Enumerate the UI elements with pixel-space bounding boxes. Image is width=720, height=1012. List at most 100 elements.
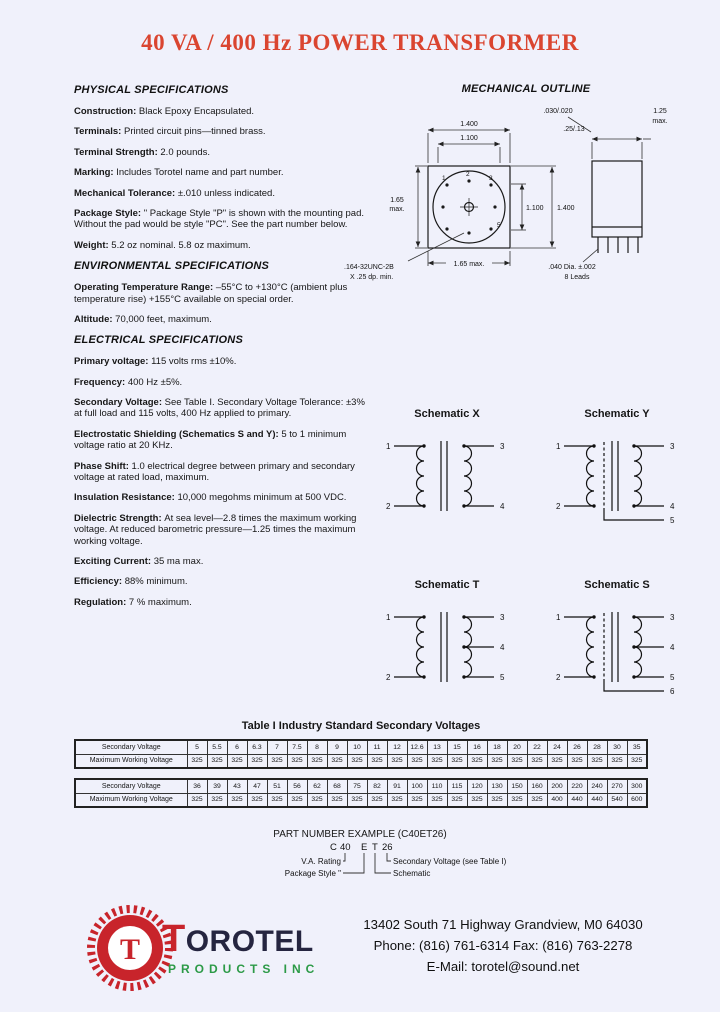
pin-label: 5 bbox=[500, 673, 505, 682]
voltage-cell: 325 bbox=[326, 792, 348, 808]
voltage-cell: 9 bbox=[326, 739, 348, 755]
logo-letter: T bbox=[120, 933, 140, 966]
torotel-sunburst-icon: T bbox=[87, 905, 173, 991]
spec-text: 2.0 pounds. bbox=[160, 146, 211, 158]
spec-text: Black Epoxy Encapsulated. bbox=[138, 106, 255, 117]
voltage-cell: 26 bbox=[566, 739, 588, 755]
voltage-cell: 130 bbox=[486, 778, 508, 794]
spec-text: " Package Style "P" is shown with the mo… bbox=[74, 207, 365, 231]
spec-text: 1.0 electrical degree between primary an… bbox=[74, 460, 355, 484]
label-va-rating: V.A. Rating bbox=[301, 857, 341, 866]
brand-block: TOROTEL PRODUCTS INC bbox=[162, 920, 319, 976]
spec-label: Phase Shift: bbox=[74, 460, 132, 472]
footer: T TOROTEL PRODUCTS INC 13402 South 71 Hi… bbox=[0, 898, 720, 1012]
spec-item: Construction: Black Epoxy Encapsulated. bbox=[74, 106, 368, 117]
electrical-spec-list: Primary voltage: 115 volts rms ±10%. Freq… bbox=[74, 356, 368, 608]
spec-item: Weight: 5.2 oz nominal. 5.8 oz maximum. bbox=[74, 240, 368, 251]
dim-thread-1: .164-32UNC-2B bbox=[344, 264, 394, 271]
torotel-logo: T TOROTEL PRODUCTS INC bbox=[84, 902, 319, 994]
voltage-cell: 325 bbox=[186, 753, 208, 769]
dim-side-width-1: 1.25 bbox=[653, 108, 667, 115]
electrical-heading: ELECTRICAL SPECIFICATIONS bbox=[74, 334, 243, 347]
pin-label: 3 bbox=[670, 613, 675, 622]
shield-lead bbox=[603, 508, 664, 521]
spec-label: Primary voltage: bbox=[74, 356, 152, 368]
voltage-cell: 300 bbox=[626, 778, 648, 794]
voltage-cell: 39 bbox=[206, 778, 228, 794]
schematic-y-title: Schematic Y bbox=[584, 408, 650, 420]
dimension-labels: 1.400 1.100 1.65 max. 1.100 1.400 .030/.… bbox=[344, 108, 668, 281]
voltage-cell: 7.5 bbox=[286, 739, 308, 755]
voltage-cell: 325 bbox=[606, 753, 628, 769]
secondary-coil bbox=[633, 445, 643, 507]
spec-text: See Table I. Secondary Voltage Tolerance… bbox=[74, 397, 365, 420]
pin-label: 3 bbox=[500, 442, 505, 451]
spec-label: Dielectric Strength: bbox=[74, 512, 165, 524]
voltage-cell: 28 bbox=[586, 739, 608, 755]
schematic-x: Schematic X 1 2 bbox=[382, 408, 512, 535]
schematic-y: Schematic Y bbox=[552, 408, 682, 535]
spec-label: Marking: bbox=[74, 167, 117, 179]
voltage-cell: 440 bbox=[586, 792, 608, 808]
spec-item: Frequency: 400 Hz ±5%. bbox=[74, 377, 368, 388]
voltage-cell: 325 bbox=[286, 792, 308, 808]
voltage-cell: 325 bbox=[526, 753, 548, 769]
voltage-cell: 325 bbox=[506, 792, 528, 808]
dim-top-outer: 1.400 bbox=[460, 121, 478, 128]
spec-text: 35 ma max. bbox=[153, 555, 204, 567]
voltage-cell: 325 bbox=[506, 753, 528, 769]
voltage-cell: 62 bbox=[306, 778, 328, 794]
pin-label: 1 bbox=[556, 613, 561, 622]
side-view bbox=[591, 160, 643, 253]
voltage-cell: 12.6 bbox=[406, 739, 428, 755]
specifications-column: PHYSICAL SPECIFICATIONS Construction: Bl… bbox=[74, 84, 368, 617]
schematic-s-title: Schematic S bbox=[584, 579, 650, 591]
voltage-cell: 150 bbox=[506, 778, 528, 794]
spec-item: Dielectric Strength: At sea level—2.8 ti… bbox=[74, 513, 368, 547]
spec-item: Phase Shift: 1.0 electrical degree betwe… bbox=[74, 461, 368, 484]
code-package: E bbox=[361, 842, 367, 853]
spec-item: Primary voltage: 115 volts rms ±10%. bbox=[74, 356, 368, 367]
spec-item: Mechanical Tolerance: ±.010 unless indic… bbox=[74, 188, 368, 199]
pin-label: 4 bbox=[670, 643, 675, 652]
spec-text: 88% minimum. bbox=[124, 576, 188, 588]
part-number-code: C 40 E T 26 bbox=[330, 842, 393, 853]
dim-lead-length: .25/.13 bbox=[563, 126, 585, 133]
schematic-t-title: Schematic T bbox=[414, 579, 480, 591]
voltage-cell: 35 bbox=[626, 739, 648, 755]
voltage-cell: 10 bbox=[346, 739, 368, 755]
row-header: Secondary Voltage bbox=[74, 778, 188, 794]
pin-label: 2 bbox=[386, 502, 391, 511]
spec-item: Electrostatic Shielding (Schematics S an… bbox=[74, 429, 368, 452]
spec-item: Regulation: 7 % maximum. bbox=[74, 597, 368, 608]
voltage-cell: 325 bbox=[406, 753, 428, 769]
contact-info: 13402 South 71 Highway Grandview, M0 640… bbox=[336, 914, 670, 977]
pin-label: 2 bbox=[556, 502, 561, 511]
voltage-cell: 325 bbox=[386, 753, 408, 769]
voltage-cell: 325 bbox=[206, 792, 228, 808]
dim-left-2: max. bbox=[389, 206, 404, 213]
spec-label: Frequency: bbox=[74, 376, 128, 388]
voltage-cell: 110 bbox=[426, 778, 448, 794]
voltage-cell: 240 bbox=[586, 778, 608, 794]
voltage-cell: 325 bbox=[346, 753, 368, 769]
voltage-cell: 325 bbox=[546, 753, 568, 769]
mechanical-heading: MECHANICAL OUTLINE bbox=[461, 83, 591, 95]
voltage-cell: 325 bbox=[586, 753, 608, 769]
voltage-cell: 325 bbox=[466, 753, 488, 769]
table-title: Table I Industry Standard Secondary Volt… bbox=[241, 720, 481, 732]
schematics-grid: Schematic X 1 2 bbox=[374, 408, 690, 706]
mechanical-outline-drawing: 1.400 1.100 1.65 max. 1.100 1.400 .030/.… bbox=[344, 108, 668, 281]
spec-text: ±.010 unless indicated. bbox=[177, 187, 275, 199]
dim-top-inner: 1.100 bbox=[460, 135, 478, 142]
voltage-cell: 325 bbox=[406, 792, 428, 808]
dim-left-1: 1.65 bbox=[390, 197, 404, 204]
spec-label: Efficiency: bbox=[74, 576, 125, 588]
email-line[interactable]: E-Mail: torotel@sound.net bbox=[426, 959, 580, 975]
voltage-cell: 120 bbox=[466, 778, 488, 794]
spec-label: Exciting Current: bbox=[74, 555, 154, 567]
shield-lead bbox=[603, 679, 664, 692]
